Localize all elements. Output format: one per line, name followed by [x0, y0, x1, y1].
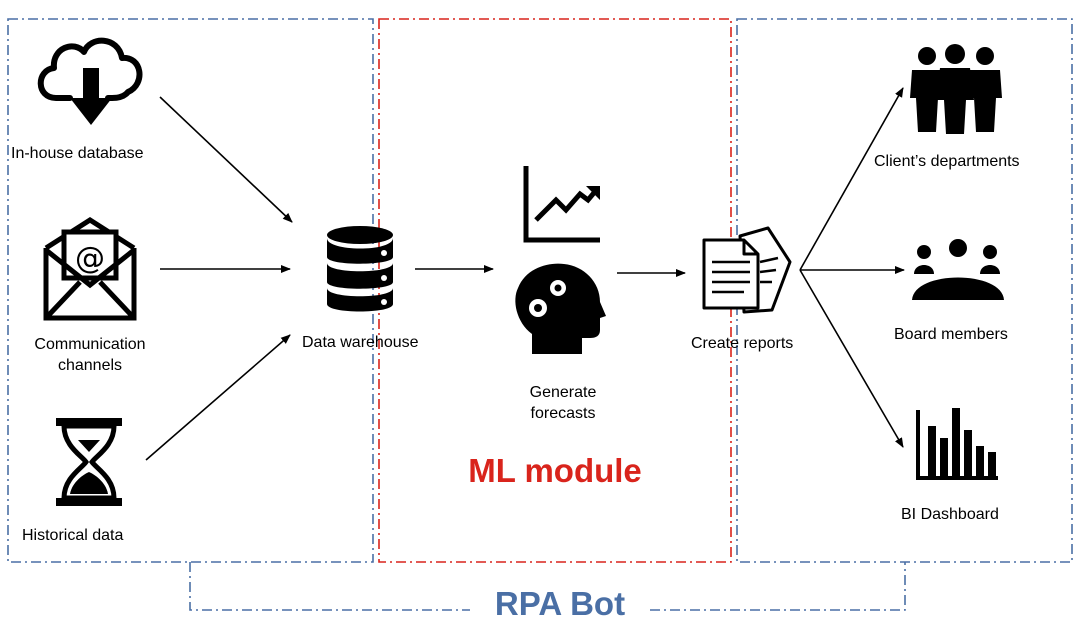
arrow-history-to-warehouse — [145, 334, 291, 461]
rpa-bot-title: RPA Bot — [470, 585, 650, 623]
rpa-bracket — [189, 562, 906, 611]
documents-icon — [702, 226, 792, 314]
svg-text:@: @ — [75, 241, 105, 276]
arrow-reports-to-clients — [799, 87, 904, 271]
arrow-reports-to-dashboard — [799, 269, 904, 448]
ml-label-forecasts: Generate forecasts — [529, 384, 597, 422]
database-icon — [327, 226, 393, 312]
cloud-download-icon — [37, 37, 143, 125]
brain-gears-icon — [515, 263, 606, 354]
people-group-icon — [910, 44, 1002, 134]
output-label-clients: Client’s departments — [874, 153, 1020, 170]
output-label-board: Board members — [894, 326, 1008, 343]
source-label-history: Historical data — [22, 527, 124, 544]
email-envelope-icon: @ — [43, 217, 137, 321]
bar-chart-icon — [916, 408, 998, 480]
trend-chart-icon — [523, 166, 600, 243]
hourglass-icon — [56, 418, 122, 506]
hub-label-warehouse: Data warehouse — [302, 334, 419, 351]
output-label-dashboard: BI Dashboard — [901, 506, 999, 523]
reports-label: Create reports — [691, 335, 794, 352]
source-label-channels: Communication channels — [34, 336, 146, 374]
board-meeting-icon — [912, 239, 1004, 300]
rpa-box-sources — [7, 18, 374, 563]
arrow-database-to-warehouse — [159, 96, 293, 223]
ml-module-title: ML module — [468, 452, 642, 489]
rpa-box-outputs — [736, 18, 1073, 563]
source-label-database: In-house database — [11, 145, 144, 162]
